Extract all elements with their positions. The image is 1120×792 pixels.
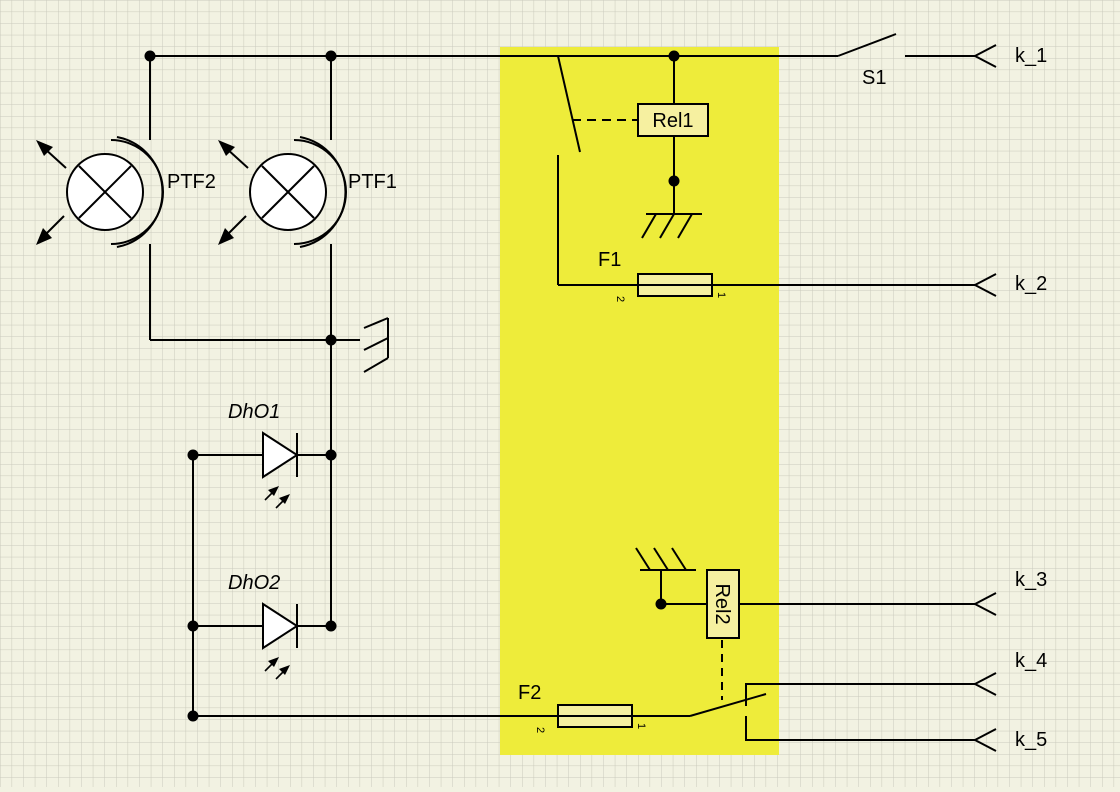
- fuse-f2-pin-right: 1: [635, 723, 647, 729]
- connector-k4-label: k_4: [1015, 650, 1047, 672]
- connector-k3[interactable]: k_3: [955, 569, 1047, 616]
- fuse-f1-label: F1: [598, 249, 621, 271]
- connector-k1[interactable]: k_1: [955, 44, 1047, 68]
- lamp-ptf2-label: PTF2: [167, 171, 216, 193]
- ground-symbol-rel1[interactable]: [641, 181, 702, 239]
- fuse-f2-pin-left: 2: [534, 727, 546, 733]
- relay-rel1-coil[interactable]: Rel1: [637, 56, 709, 181]
- junction-nodes: [144, 50, 680, 722]
- fuse-f2-label: F2: [518, 682, 541, 704]
- highlight-area: [500, 47, 779, 755]
- ground-symbol-rel2[interactable]: [635, 547, 696, 604]
- ground-symbol-left[interactable]: [363, 317, 389, 373]
- relay-rel1-label: Rel1: [652, 110, 693, 132]
- connector-k5-label: k_5: [1015, 729, 1047, 751]
- lamp-ptf1-label: PTF1: [348, 171, 397, 193]
- relay-rel2-label: Rel2: [711, 583, 733, 624]
- relay-rel2-coil[interactable]: Rel2: [706, 569, 740, 639]
- k4-wire: [745, 683, 955, 706]
- diode-dho1-label: DhO1: [228, 401, 280, 423]
- k5-wire: [745, 716, 955, 741]
- diode-dho2[interactable]: DhO2: [228, 572, 299, 680]
- fuse-f1[interactable]: F1 2 1: [598, 249, 727, 302]
- connector-k3-label: k_3: [1015, 569, 1047, 591]
- connector-k2-label: k_2: [1015, 273, 1047, 295]
- relay-rel2-contact[interactable]: [689, 640, 767, 717]
- lamp-ptf2[interactable]: PTF2: [36, 136, 216, 248]
- lamp-ptf1[interactable]: PTF1: [218, 136, 397, 248]
- fuse-f2[interactable]: F2 2 1: [518, 682, 647, 733]
- connector-k4[interactable]: k_4: [955, 650, 1047, 696]
- fuse-f1-pin-right: 1: [715, 292, 727, 298]
- diode-dho1[interactable]: DhO1: [228, 401, 299, 509]
- fuse-f1-pin-left: 2: [614, 296, 626, 302]
- relay-rel1-contact[interactable]: [557, 55, 638, 153]
- left-wiring: [149, 55, 558, 717]
- connector-k1-label: k_1: [1015, 45, 1047, 67]
- switch-s1-label: S1: [862, 67, 886, 89]
- diode-dho2-label: DhO2: [228, 572, 280, 594]
- switch-s1[interactable]: S1: [837, 33, 897, 89]
- connector-k2[interactable]: k_2: [955, 273, 1047, 297]
- connector-k5[interactable]: k_5: [955, 728, 1047, 752]
